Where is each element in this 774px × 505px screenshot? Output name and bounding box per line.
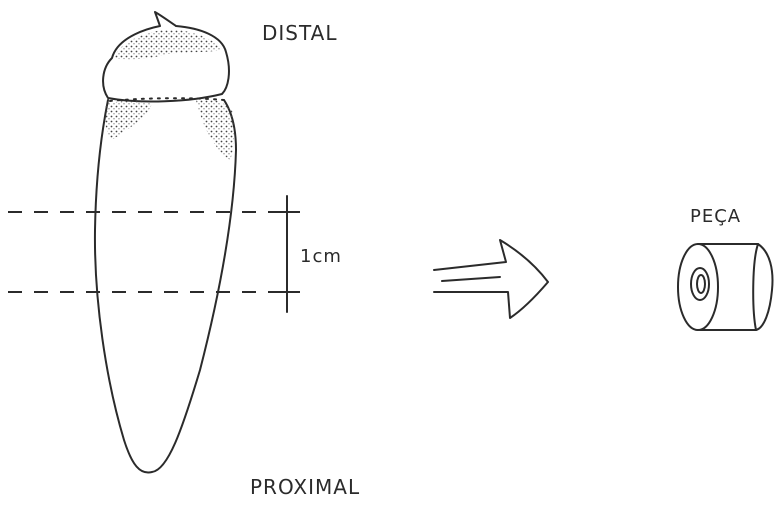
bone-shaft — [95, 100, 236, 473]
arrow-icon — [434, 240, 548, 318]
proximal-label: PROXIMAL — [250, 475, 360, 499]
distal-cap-stipple — [114, 30, 222, 60]
measurement-bracket — [280, 196, 296, 312]
piece-label: PEÇA — [690, 206, 741, 227]
arrow-inner-line — [442, 277, 500, 281]
distal-label: DISTAL — [262, 21, 337, 45]
bone-specimen — [95, 12, 236, 473]
neck-stipple-right — [196, 99, 234, 160]
bone-piece-icon — [678, 244, 772, 330]
length-label: 1cm — [300, 246, 342, 267]
neck-stipple-left — [105, 101, 152, 140]
